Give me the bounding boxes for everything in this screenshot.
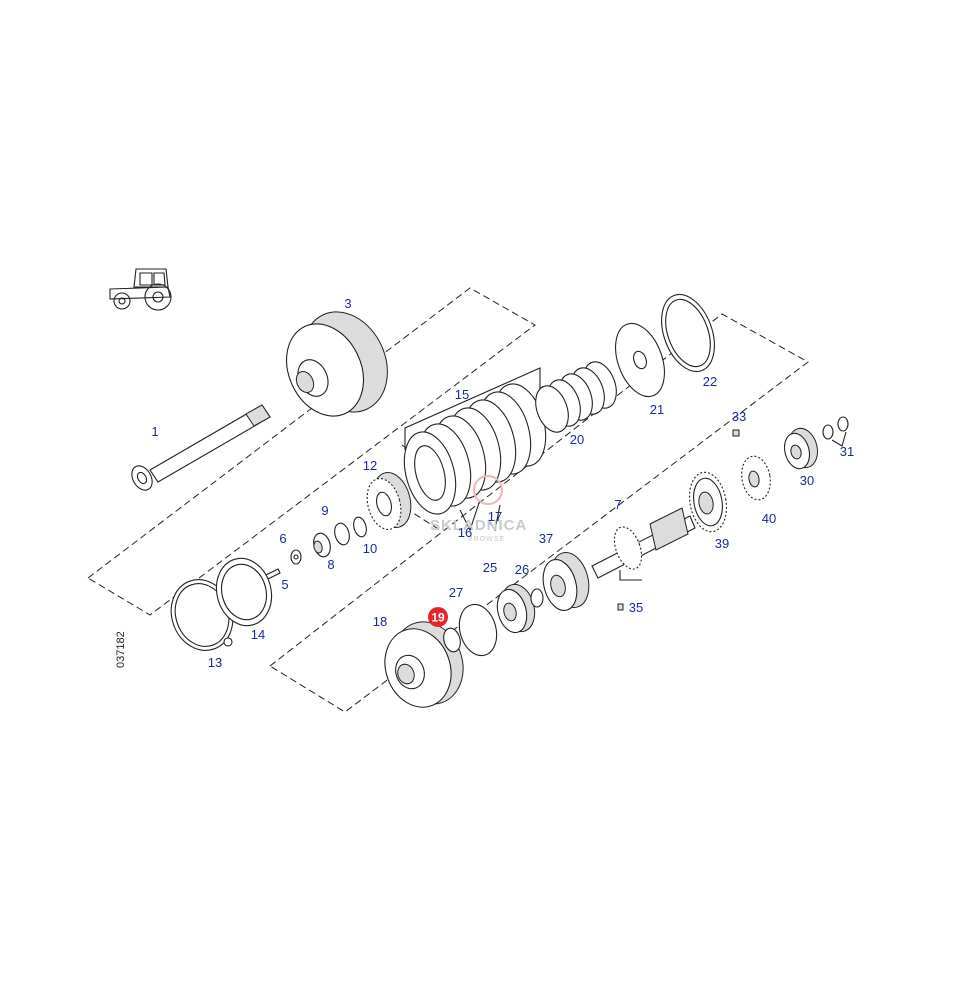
watermark-sub: BROWSE: [468, 536, 505, 543]
label-27: 27: [449, 585, 463, 600]
highlight-marker-19: 19: [428, 607, 448, 627]
label-8: 8: [327, 557, 334, 572]
label-31: 31: [840, 444, 854, 459]
part-33-pin: [732, 429, 740, 437]
part-9-ring: [334, 522, 350, 546]
label-3: 3: [344, 296, 351, 311]
part-26-bearing: [496, 583, 544, 634]
leader-lines: [459, 499, 501, 532]
label-22: 22: [703, 374, 717, 389]
label-26: 26: [515, 562, 529, 577]
part-8-bearing: [313, 532, 331, 558]
drawing-code: 037182: [115, 631, 127, 668]
part-10-ring: [353, 516, 367, 538]
part-7-splined-shaft: [591, 507, 696, 581]
part-39-gear: [688, 471, 728, 533]
label-9: 9: [321, 503, 328, 518]
label-5: 5: [281, 577, 288, 592]
label-15: 15: [455, 387, 469, 402]
label-7: 7: [614, 497, 621, 512]
part-3-drum: [286, 311, 388, 417]
part-labels: 1 3 5 6 7 8 9 10 12 13 14 15 16 17 18 20…: [151, 296, 854, 670]
label-17: 17: [488, 509, 502, 524]
watermark-logo: SKLADNICA BROWSE: [430, 475, 527, 543]
label-40: 40: [762, 511, 776, 526]
highlight-label: 19: [431, 611, 445, 625]
label-25: 25: [483, 560, 497, 575]
part-27-ring: [443, 627, 461, 653]
label-16: 16: [458, 525, 472, 540]
label-13: 13: [208, 655, 222, 670]
part-35-pin: [617, 603, 624, 611]
tractor-icon: [109, 268, 172, 311]
part-15-clutch-plates: [403, 367, 547, 515]
label-12: 12: [363, 458, 377, 473]
part-12-gear: [366, 472, 412, 531]
label-37: 37: [539, 531, 553, 546]
part-37-bearing: [542, 552, 590, 612]
part-31-rings: [822, 416, 849, 447]
label-35: 35: [629, 600, 643, 615]
label-20: 20: [570, 432, 584, 447]
part-22-disc: [661, 293, 715, 373]
label-6: 6: [279, 531, 286, 546]
part-25-ring: [458, 603, 498, 657]
part-5-pin: [265, 568, 281, 580]
watermark-name: SKLADNICA: [430, 517, 527, 534]
label-14: 14: [251, 627, 265, 642]
part-6-washer: [290, 549, 302, 565]
part-1-shaft: [131, 404, 271, 491]
part-21-disc: [615, 322, 665, 398]
label-39: 39: [715, 536, 729, 551]
label-30: 30: [800, 473, 814, 488]
part-20-springs: [535, 361, 617, 433]
label-1: 1: [151, 424, 158, 439]
part-40-gear: [741, 455, 771, 501]
label-10: 10: [363, 541, 377, 556]
label-33: 33: [732, 409, 746, 424]
part-14-ring: [215, 557, 273, 627]
label-18: 18: [373, 614, 387, 629]
part-30-bearing: [783, 427, 818, 470]
label-21: 21: [650, 402, 664, 417]
